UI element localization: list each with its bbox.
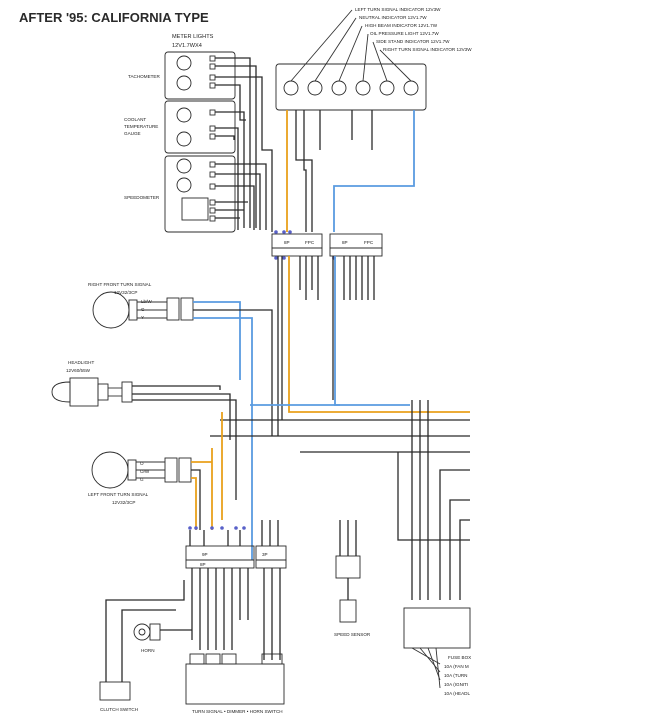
connector-8p-left-label: 8P: [284, 240, 290, 245]
connector-9p-sub: 8P: [200, 562, 206, 567]
coolant-label-1: COOLANT: [124, 117, 146, 122]
connector-9p-lower: [185, 545, 255, 569]
fuse-row-3: 10A (IGNITI: [444, 682, 468, 687]
headlight-label: HEADLIGHT: [68, 360, 94, 365]
tachometer-label: TACHOMETER: [128, 74, 160, 79]
connector-fpc-right-label: FPC: [364, 240, 374, 245]
connector-8p-fpc-left: [271, 233, 323, 257]
fuse-row-2: 10A (TURN: [444, 673, 467, 678]
speed-sensor-label: SPEED SENSOR: [334, 632, 371, 637]
diagram-title: AFTER '95: CALIFORNIA TYPE: [19, 10, 209, 25]
connector-fpc-left-label: FPC: [305, 240, 315, 245]
right-front-turn-label: RIGHT FRONT TURN SIGNAL: [88, 282, 152, 287]
fuse-box: [403, 607, 471, 689]
indicator-oil-pressure: OIL PRESSURE LIGHT 12V1.7W: [370, 31, 439, 36]
headlight-rating: 12V60/55W: [66, 368, 91, 373]
rf-wire-2: G: [141, 307, 145, 312]
connector-3p-label: 3P: [262, 552, 268, 557]
headlight: [51, 377, 133, 407]
rf-wire-1: Lb/W: [141, 299, 152, 304]
meter-lights-label: METER LIGHTS: [172, 34, 214, 40]
left-front-turn-rating: 12V32/3CP: [112, 500, 136, 505]
clutch-switch: [99, 681, 131, 701]
horn-label: HORN: [141, 648, 155, 653]
indicator-high-beam: HIGH BEAM INDICATOR 12V1.7W: [365, 23, 438, 28]
speedometer-label: SPEEDOMETER: [124, 195, 160, 200]
connector-9p-label: 9P: [202, 552, 208, 557]
fuse-row-4: 10A (HEADL: [444, 691, 470, 696]
coolant-label-3: GAUGE: [124, 131, 141, 136]
indicator-left-turn: LEFT TURN SIGNAL INDICATOR 12V3W: [355, 7, 441, 12]
lf-wire-3: G: [140, 477, 144, 482]
connector-8p-fpc-right: [329, 233, 383, 257]
connector-8p-right-label: 8P: [342, 240, 348, 245]
indicator-right-turn: RIGHT TURN SIGNAL INDICATOR 12V3W: [383, 47, 472, 52]
coolant-label-2: TEMPERATURE: [124, 124, 158, 129]
fuse-box-label: FUSE BOX: [448, 655, 471, 660]
lf-wire-2: O/W: [140, 469, 150, 474]
right-front-turn-rating: 12V32/3CP: [114, 290, 138, 295]
connector-3p-lower: [255, 545, 287, 569]
lf-wire-1: O: [140, 461, 144, 466]
turn-signal-dimmer-horn-switch: [185, 653, 285, 705]
switch-label: TURN SIGNAL • DIMMER • HORN SWITCH: [192, 709, 283, 714]
fuse-row-1: 10A (FAN M: [444, 664, 469, 669]
horn: [133, 623, 161, 641]
meter-lights-rating: 12V1.7WX4: [172, 43, 202, 49]
left-front-turn-label: LEFT FRONT TURN SIGNAL: [88, 492, 149, 497]
indicator-neutral: NEUTRAL INDICATOR 12V1.7W: [359, 15, 427, 20]
indicator-side-stand: SIDE STAND INDICATOR 12V1.7W: [376, 39, 450, 44]
clutch-switch-label: CLUTCH SWITCH: [100, 707, 138, 712]
gauge-cluster: [164, 51, 236, 233]
left-front-turn-signal: [91, 451, 192, 489]
rf-wire-3: Y: [141, 315, 144, 320]
indicator-panel: [275, 9, 427, 111]
